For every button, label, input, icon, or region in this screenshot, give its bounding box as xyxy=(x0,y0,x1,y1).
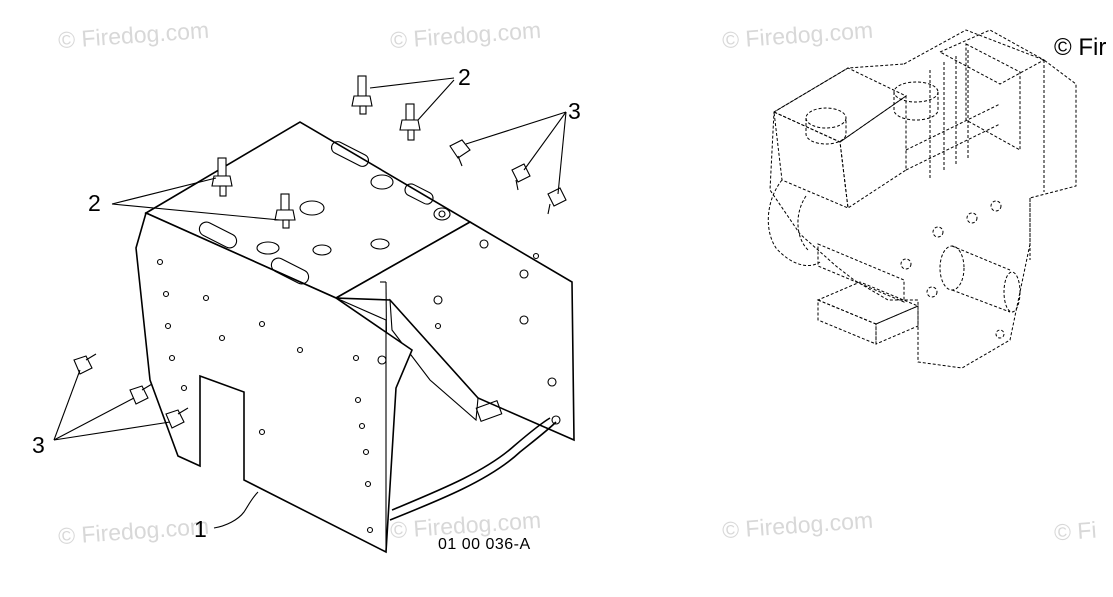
callout-3-top: 3 xyxy=(568,98,581,124)
callout-3-left: 3 xyxy=(32,432,45,458)
callout-2-top: 2 xyxy=(458,64,471,90)
drawing-code: 01 00 036-A xyxy=(438,536,531,553)
callout-1: 1 xyxy=(194,516,207,542)
callout-2-left: 2 xyxy=(88,190,101,216)
corner-copyright: © Fir xyxy=(1054,34,1107,61)
stud-fastener xyxy=(351,75,373,115)
